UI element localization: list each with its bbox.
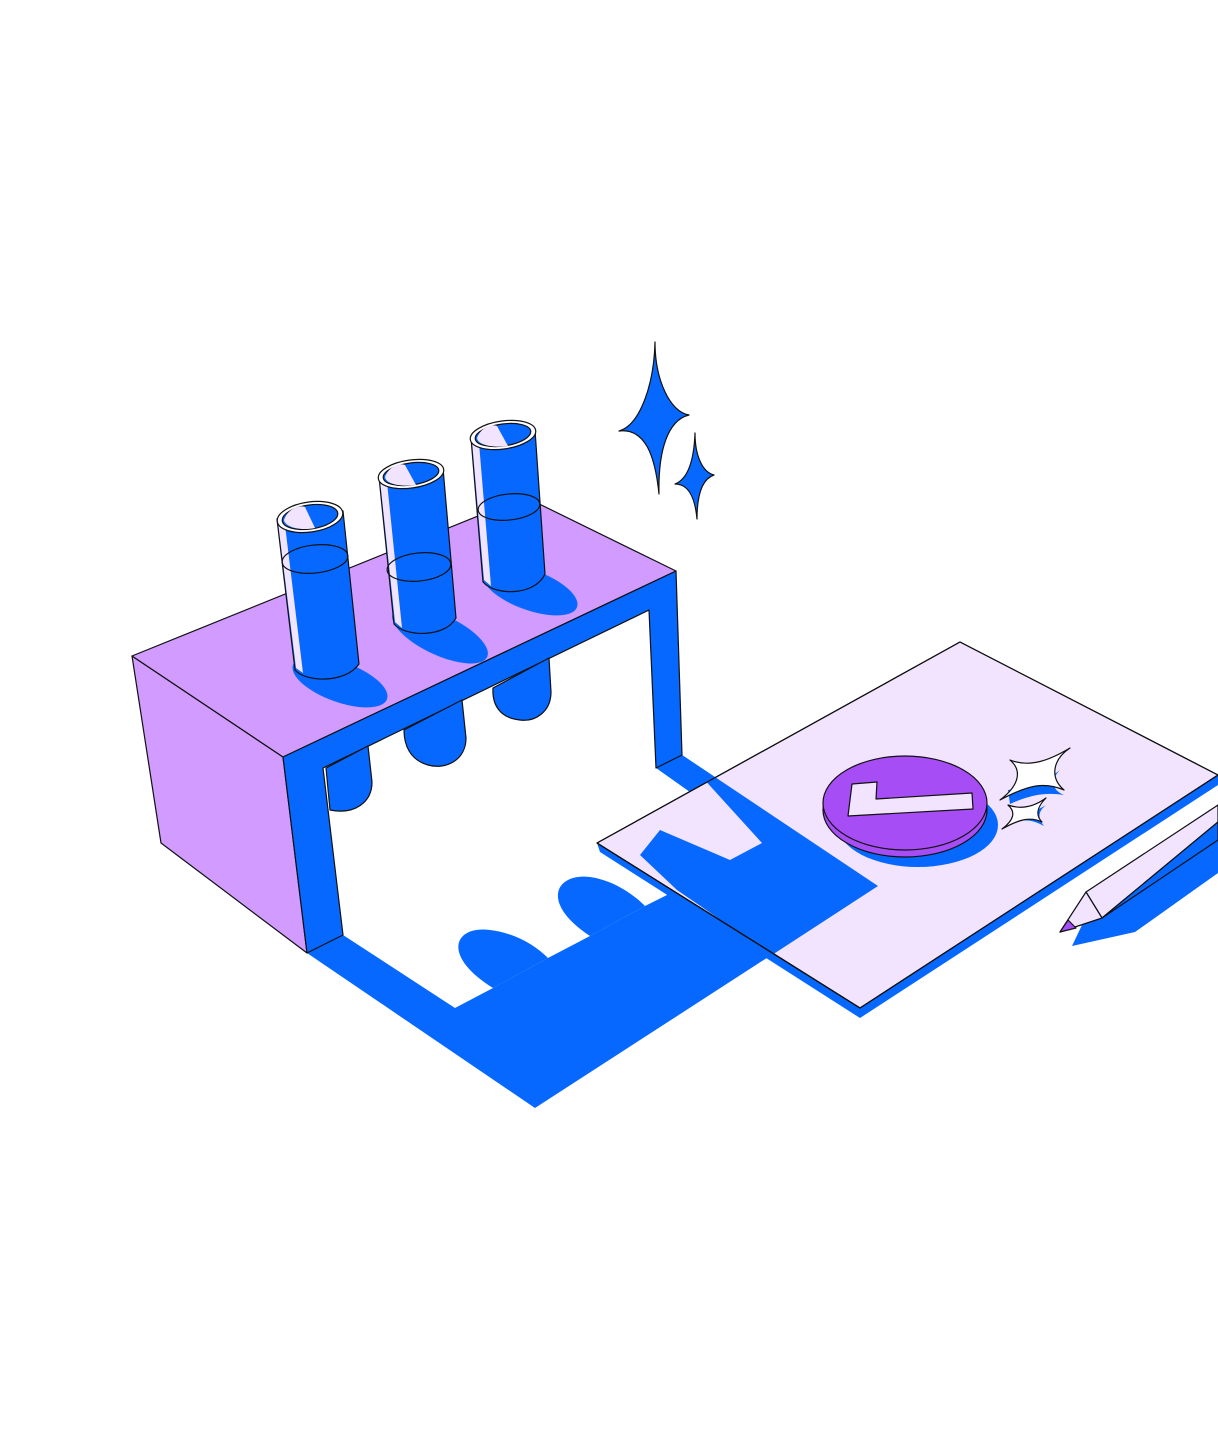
sparkle-icon [999, 747, 1071, 830]
pencil-icon [1059, 804, 1218, 946]
checkmark-icon [847, 781, 974, 817]
checkmark-badge-icon [822, 755, 998, 867]
shadow-finger [458, 929, 548, 988]
tube-bottom [492, 657, 552, 721]
sparkle-icon [618, 341, 715, 520]
shadow-finger [557, 876, 645, 936]
tube-bottom [403, 699, 467, 767]
shadow-over-document [640, 755, 878, 955]
shadow-gap [323, 610, 762, 1008]
tube-bottom [325, 745, 373, 812]
test-tube-icon [276, 500, 388, 708]
rack-front-face [282, 570, 683, 954]
test-tube-icon [469, 419, 578, 616]
test-tube-icon [377, 458, 488, 664]
